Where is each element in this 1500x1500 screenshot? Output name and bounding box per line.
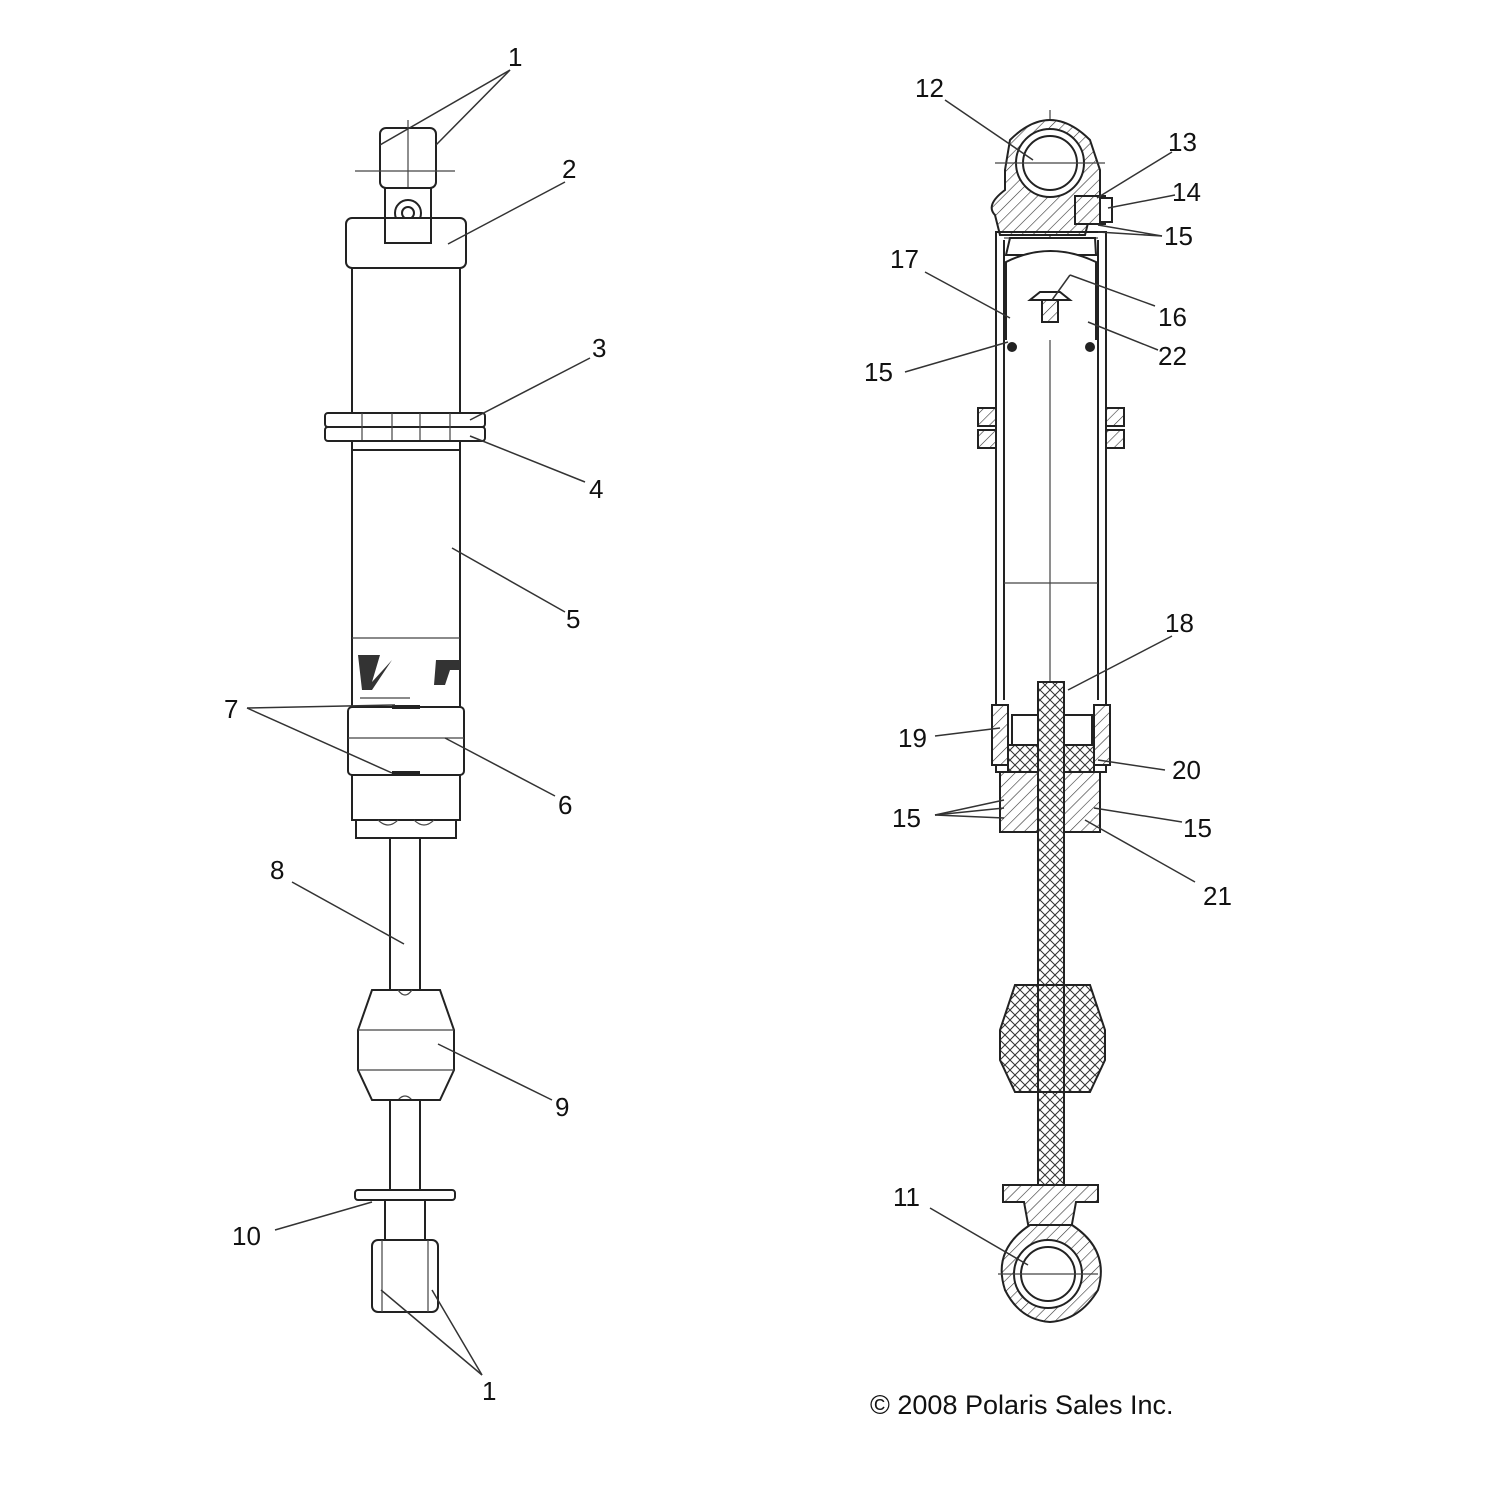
callout-7: 7	[224, 694, 238, 724]
callout-14: 14	[1172, 177, 1201, 207]
callout-2: 2	[562, 154, 576, 184]
spring-adjuster-rings	[324, 412, 486, 442]
callout-15-lower-left: 15	[892, 803, 921, 833]
copyright-notice: © 2008 Polaris Sales Inc.	[870, 1390, 1174, 1420]
callout-1-bottom: 1	[482, 1376, 496, 1406]
callout-18: 18	[1165, 608, 1194, 638]
callout-10: 10	[232, 1221, 261, 1251]
spring-retainer	[354, 1189, 456, 1201]
shaft	[389, 837, 421, 991]
reservoir-body	[351, 267, 461, 414]
callout-5: 5	[566, 604, 580, 634]
fox-logo-mark	[358, 655, 392, 690]
callout-4: 4	[589, 474, 603, 504]
shock-cross-section	[977, 110, 1125, 1324]
callout-21: 21	[1203, 881, 1232, 911]
callout-labels: 1 2 3 4 5 6 7 8 9 10 1 12 13 14 15 17 16…	[224, 42, 1232, 1406]
callout-19: 19	[898, 723, 927, 753]
callout-3: 3	[592, 333, 606, 363]
shaft-section	[1037, 681, 1065, 1253]
callout-15-left: 15	[864, 357, 893, 387]
shock-external-view	[324, 120, 486, 1313]
callout-8: 8	[270, 855, 284, 885]
body-cap	[347, 706, 465, 776]
leader-lines	[246, 69, 1196, 1376]
callout-11: 11	[893, 1182, 920, 1212]
top-eyelet	[355, 120, 455, 244]
callout-15-lower-right: 15	[1183, 813, 1212, 843]
callout-12: 12	[915, 73, 944, 103]
callout-17: 17	[890, 244, 919, 274]
callout-9: 9	[555, 1092, 569, 1122]
callout-1-top: 1	[508, 42, 522, 72]
callout-6: 6	[558, 790, 572, 820]
bottom-eyelet	[371, 1239, 439, 1313]
bump-stop	[357, 989, 455, 1101]
callout-22: 22	[1158, 341, 1187, 371]
callout-20: 20	[1172, 755, 1201, 785]
callout-15-top: 15	[1164, 221, 1193, 251]
callout-13: 13	[1168, 127, 1197, 157]
callout-16: 16	[1158, 302, 1187, 332]
